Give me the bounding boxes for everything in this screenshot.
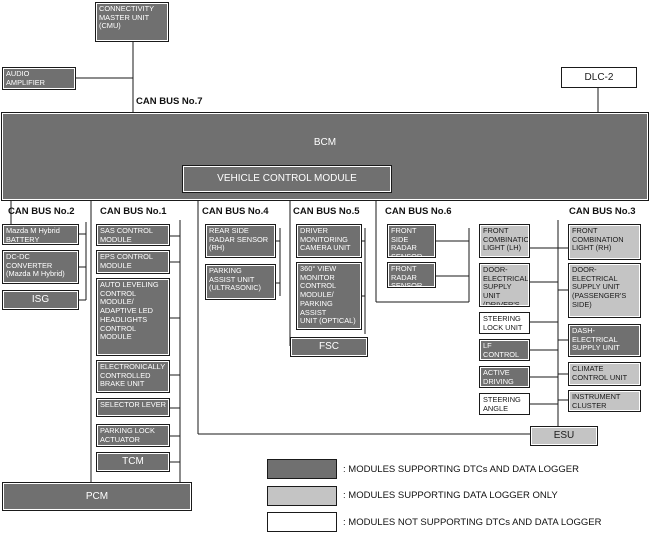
can-bus-no7-label: CAN BUS No.7 bbox=[136, 96, 203, 107]
dlc2-connector[interactable]: DLC-2 bbox=[561, 67, 637, 88]
legend-label-light: : MODULES SUPPORTING DATA LOGGER ONLY bbox=[343, 490, 558, 501]
can-bus-no2-label: CAN BUS No.2 bbox=[8, 206, 75, 217]
can-bus-no3-label: CAN BUS No.3 bbox=[569, 206, 636, 217]
door-supply-passenger-module[interactable]: DOOR- ELECTRICAL SUPPLY UNIT (PASSENGER'… bbox=[568, 263, 641, 318]
dcdc-converter-module[interactable]: DC-DC CONVERTER (Mazda M Hybrid) bbox=[2, 250, 79, 284]
legend-label-dark: : MODULES SUPPORTING DTCs AND DATA LOGGE… bbox=[343, 464, 579, 475]
active-driving-display-module[interactable]: ACTIVE DRIVING DISPLAY bbox=[479, 366, 530, 388]
rear-side-radar-module[interactable]: REAR SIDE RADAR SENSOR (RH) bbox=[205, 224, 276, 258]
tcm-module[interactable]: TCM bbox=[96, 452, 170, 472]
360-view-monitor-module[interactable]: 360° VIEW MONITOR CONTROL MODULE/ PARKIN… bbox=[296, 262, 362, 330]
legend-swatch-dark bbox=[267, 459, 337, 479]
steering-lock-unit-module[interactable]: STEERING LOCK UNIT bbox=[479, 312, 530, 334]
eps-control-module[interactable]: EPS CONTROL MODULE bbox=[96, 250, 170, 274]
audio-amplifier-module[interactable]: AUDIO AMPLIFIER bbox=[2, 67, 76, 90]
can-bus-no6-label: CAN BUS No.6 bbox=[385, 206, 452, 217]
legend-swatch-white bbox=[267, 512, 337, 532]
front-combination-light-rh-module[interactable]: FRONT COMBINATION LIGHT (RH) bbox=[568, 224, 641, 260]
can-bus-no4-label: CAN BUS No.4 bbox=[202, 206, 269, 217]
dash-supply-module[interactable]: DASH- ELECTRICAL SUPPLY UNIT bbox=[568, 324, 641, 357]
can-bus-lines bbox=[10, 42, 599, 482]
fsc-module[interactable]: FSC bbox=[290, 337, 368, 357]
isg-module[interactable]: ISG bbox=[2, 290, 79, 310]
can-bus-no1-label: CAN BUS No.1 bbox=[100, 206, 167, 217]
driver-monitoring-camera-module[interactable]: DRIVER MONITORING CAMERA UNIT bbox=[296, 224, 362, 258]
lf-control-unit-module[interactable]: LF CONTROL UNIT bbox=[479, 339, 530, 361]
parking-assist-ultrasonic-module[interactable]: PARKING ASSIST UNIT (ULTRASONIC) bbox=[205, 264, 276, 300]
ecbu-module[interactable]: ELECTRONICALLY CONTROLLED BRAKE UNIT bbox=[96, 360, 170, 393]
pcm-module[interactable]: PCM bbox=[2, 482, 192, 511]
legend-swatch-light bbox=[267, 486, 337, 506]
cmu-module[interactable]: CONNECTIVITY MASTER UNIT (CMU) bbox=[95, 2, 169, 42]
steering-angle-sensor-module[interactable]: STEERING ANGLE SENSOR bbox=[479, 393, 530, 415]
sas-control-module[interactable]: SAS CONTROL MODULE bbox=[96, 224, 170, 246]
climate-control-unit-module[interactable]: CLIMATE CONTROL UNIT bbox=[568, 362, 641, 386]
front-side-radar-module[interactable]: FRONT SIDE RADAR SENSOR (LH) bbox=[387, 224, 436, 258]
mazda-hybrid-battery-module[interactable]: Mazda M Hybrid BATTERY bbox=[2, 224, 79, 245]
front-radar-sensor-module[interactable]: FRONT RADAR SENSOR bbox=[387, 262, 436, 288]
legend-label-white: : MODULES NOT SUPPORTING DTCs AND DATA L… bbox=[343, 517, 602, 528]
door-supply-driver-module[interactable]: DOOR- ELECTRICAL SUPPLY UNIT (DRIVER'S S… bbox=[479, 263, 530, 307]
instrument-cluster-module[interactable]: INSTRUMENT CLUSTER bbox=[568, 390, 641, 412]
vcm-module[interactable]: VEHICLE CONTROL MODULE bbox=[182, 165, 392, 193]
selector-lever-module[interactable]: SELECTOR LEVER bbox=[96, 398, 170, 417]
bcm-label: BCM bbox=[313, 137, 337, 148]
parking-lock-actuator-module[interactable]: PARKING LOCK ACTUATOR bbox=[96, 424, 170, 447]
can-bus-no5-label: CAN BUS No.5 bbox=[293, 206, 360, 217]
esu-module[interactable]: ESU bbox=[530, 426, 598, 446]
front-combination-light-lh-module[interactable]: FRONT COMBINATION LIGHT (LH) bbox=[479, 224, 530, 258]
auto-leveling-module[interactable]: AUTO LEVELING CONTROL MODULE/ ADAPTIVE L… bbox=[96, 278, 170, 356]
